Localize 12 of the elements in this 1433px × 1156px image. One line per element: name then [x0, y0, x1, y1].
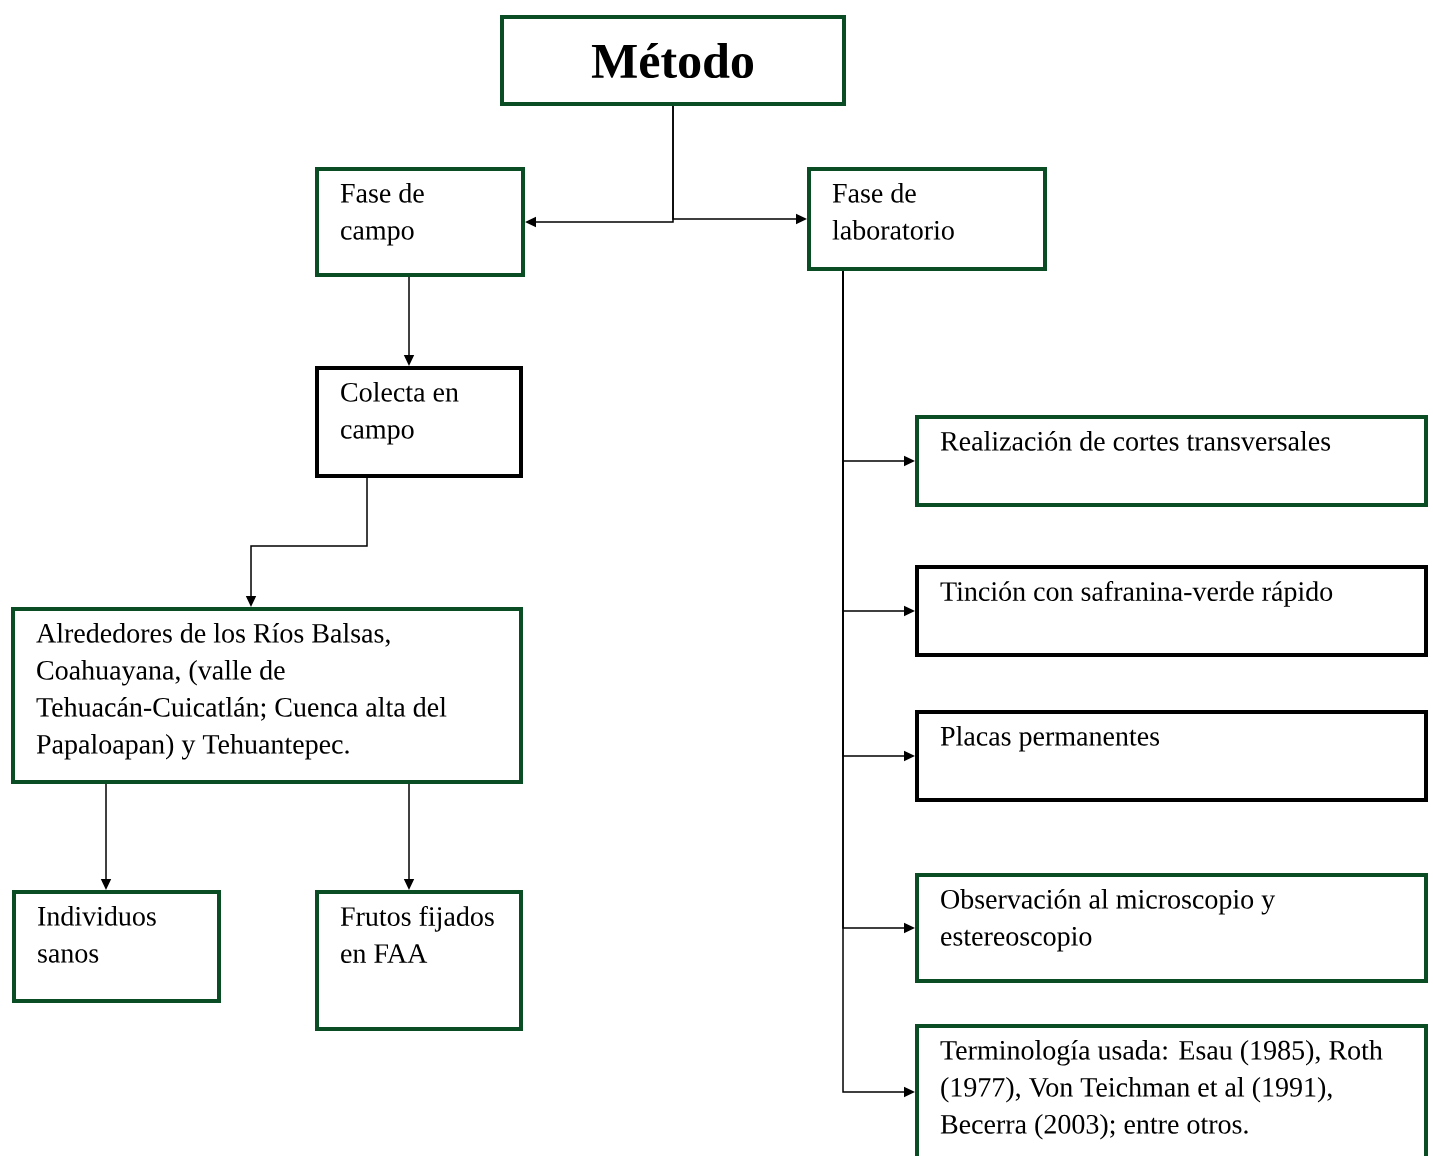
- process-box: Fase de laboratorio: [807, 167, 1047, 271]
- process-box: Fase de campo: [315, 167, 525, 277]
- process-box: Frutos fijados en FAA: [315, 890, 523, 1031]
- title-box: Método: [500, 15, 846, 106]
- process-box: Alrededores de los Ríos Balsas, Coahuayana, (valle de Tehuacán-Cuicatlán; Cuenca alta del Papaloapan) y Tehuantepec.: [11, 607, 523, 784]
- process-box: Terminología usada: Esau (1985), Roth (1977), Von Teichman et al (1991), Becerra (2003); entre otros.: [915, 1024, 1428, 1156]
- process-box: Tinción con safranina-verde rápido: [915, 565, 1428, 657]
- process-box: Observación al microscopio y estereoscopio: [915, 873, 1428, 983]
- process-box: Individuos sanos: [12, 890, 221, 1003]
- process-box: Colecta en campo: [315, 366, 523, 478]
- process-box: Realización de cortes transversales: [915, 415, 1428, 507]
- process-box: Placas permanentes: [915, 710, 1428, 802]
